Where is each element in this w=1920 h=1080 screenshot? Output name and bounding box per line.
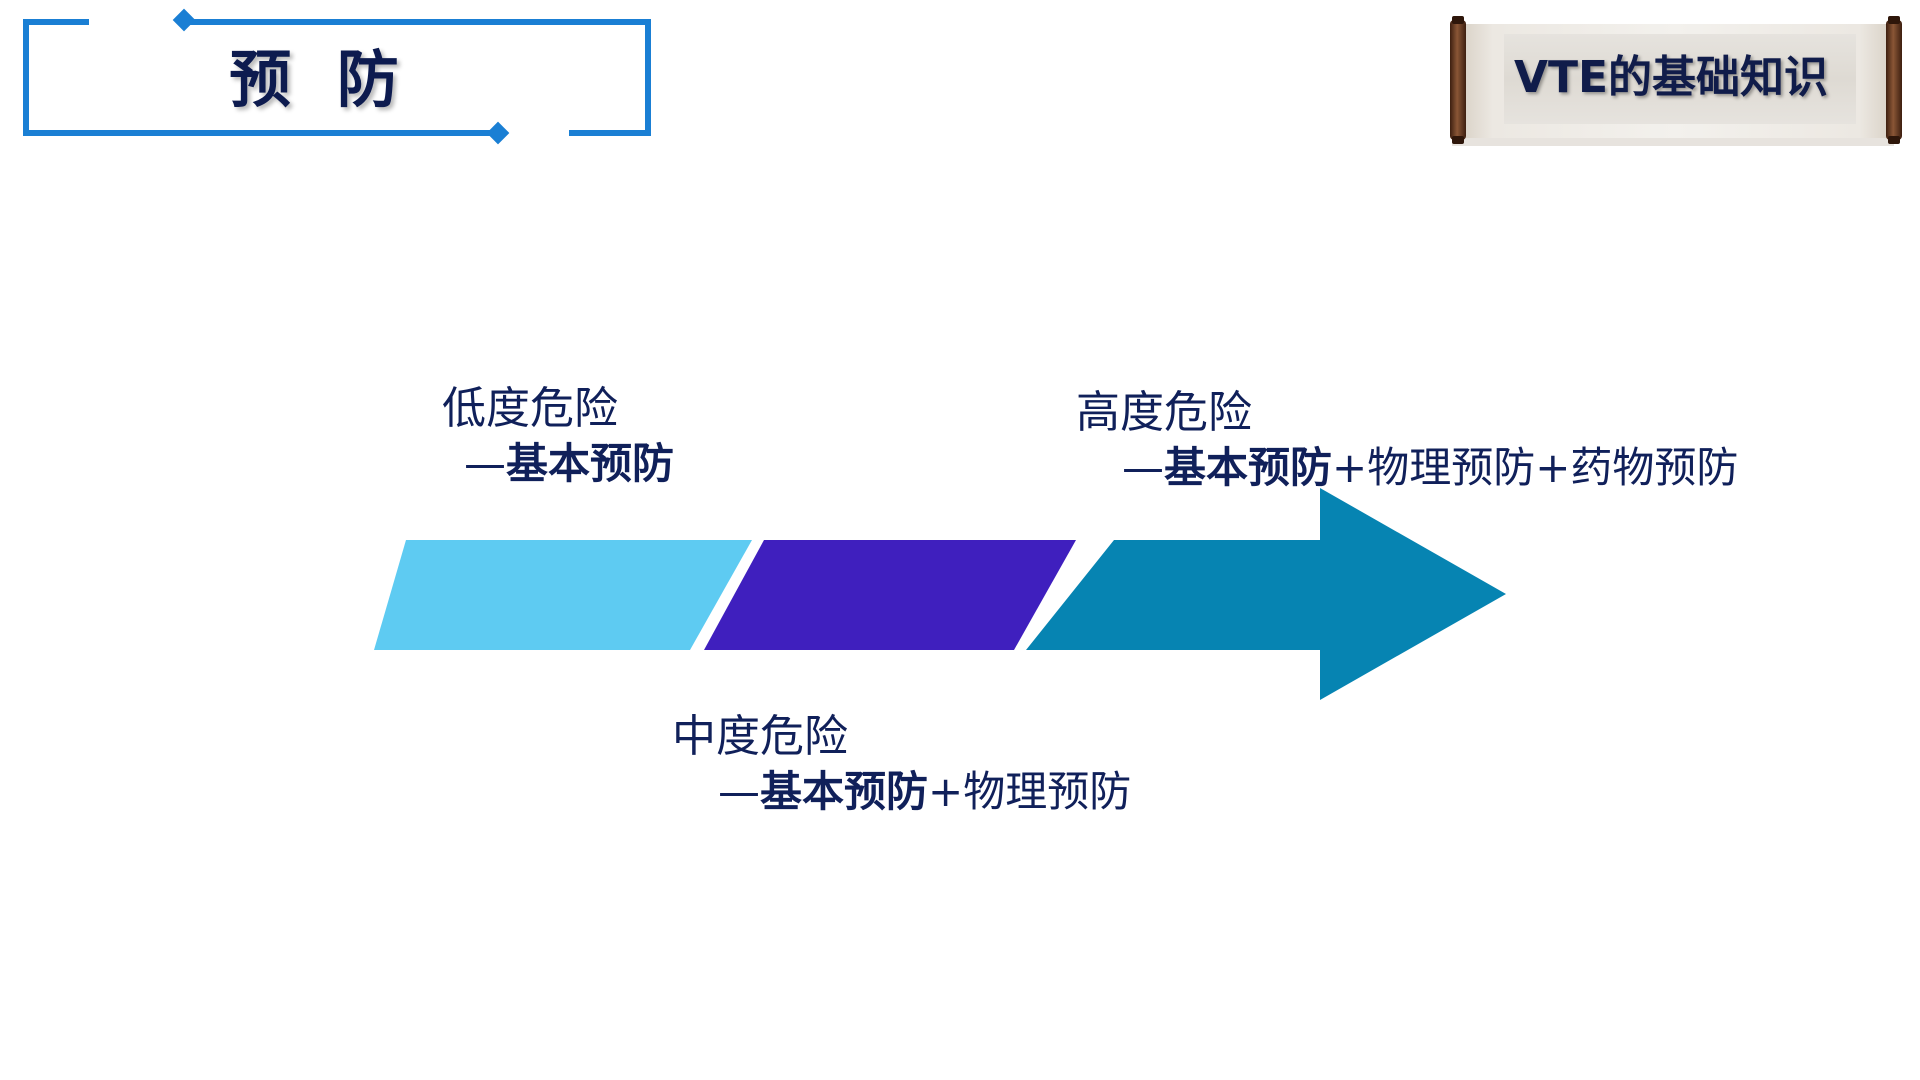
- scroll-knob-left-bottom: [1452, 136, 1464, 144]
- risk-high-measure-rest: +物理预防+药物预防: [1332, 443, 1739, 492]
- scroll-knob-right-bottom: [1888, 136, 1900, 144]
- title-frame-top-right: [183, 19, 651, 136]
- risk-arrow: [374, 488, 1506, 700]
- risk-medium-level: 中度危险: [672, 711, 848, 762]
- scroll-knob-right-top: [1888, 16, 1900, 24]
- risk-medium-measure-bold: 基本预防: [760, 767, 929, 816]
- title-frame-diamond-top: [172, 8, 196, 32]
- risk-low-dash: —: [464, 439, 506, 488]
- scroll-rod-left: [1450, 20, 1466, 140]
- segment-medium-risk: [704, 540, 1076, 650]
- scroll-knob-left-top: [1452, 16, 1464, 24]
- segment-high-risk-arrow: [1026, 488, 1506, 700]
- risk-high-level: 高度危险: [1076, 387, 1252, 438]
- risk-medium-measure-rest: +物理预防: [928, 767, 1132, 816]
- risk-high-measure-bold: 基本预防: [1164, 443, 1333, 492]
- risk-medium-dash: —: [718, 767, 760, 816]
- scroll-rod-right: [1886, 20, 1902, 140]
- title-frame: [23, 19, 651, 136]
- banner-label: VTE的基础知识: [1513, 52, 1829, 103]
- risk-medium-measure: —基本预防+物理预防: [672, 764, 1131, 820]
- page-title: 预 防: [229, 43, 411, 116]
- scroll-banner: [1450, 16, 1902, 146]
- risk-high-label: 高度危险 —基本预防+物理预防+药物预防: [1076, 386, 1738, 496]
- segment-low-risk: [374, 540, 752, 650]
- risk-low-label: 低度危险 —基本预防: [442, 382, 674, 492]
- risk-low-measure-bold: 基本预防: [506, 439, 675, 488]
- title-frame-diamond-bottom: [486, 121, 510, 145]
- risk-low-level: 低度危险: [442, 383, 618, 434]
- risk-high-dash: —: [1122, 443, 1164, 492]
- risk-high-measure: —基本预防+物理预防+药物预防: [1076, 440, 1738, 496]
- scroll-inner-panel: [1504, 34, 1856, 124]
- risk-low-measure: —基本预防: [442, 436, 674, 492]
- risk-medium-label: 中度危险 —基本预防+物理预防: [672, 710, 1131, 820]
- title-frame-top-left: [23, 19, 493, 136]
